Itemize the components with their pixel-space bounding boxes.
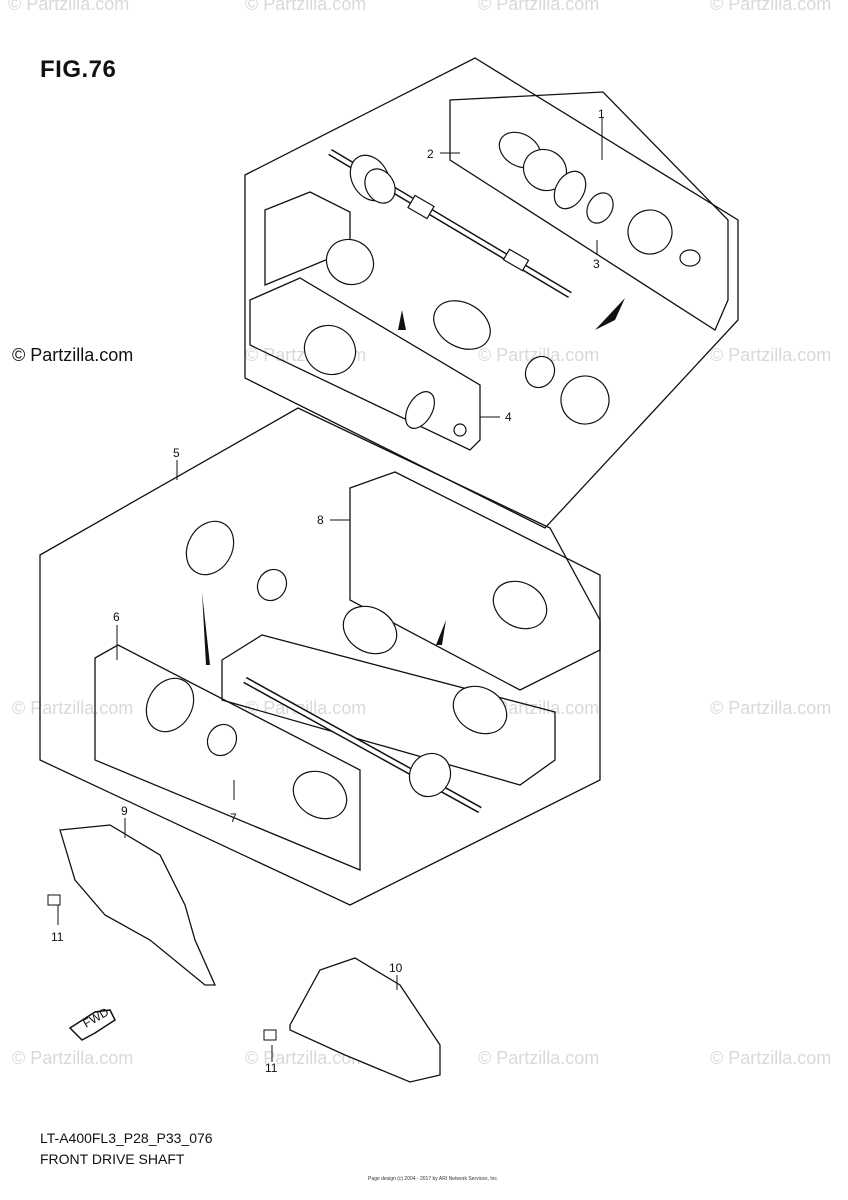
watermark: © Partzilla.com xyxy=(12,698,134,718)
diagram-caption: FRONT DRIVE SHAFT xyxy=(40,1151,185,1167)
callout-3: 3 xyxy=(593,257,600,271)
watermark: © Partzilla.com xyxy=(710,0,832,14)
callout-11b: 11 xyxy=(265,1061,278,1075)
watermark: © Partzilla.com xyxy=(478,345,600,365)
guard-10 xyxy=(289,957,441,1083)
callout-5: 5 xyxy=(173,446,180,460)
callout-1: 1 xyxy=(598,107,605,121)
watermark: © Partzilla.com xyxy=(710,345,832,365)
watermark: © Partzilla.com xyxy=(245,1048,367,1068)
kit-frame-6 xyxy=(94,644,361,871)
callout-11: 11 xyxy=(51,930,64,944)
watermark: © Partzilla.com xyxy=(478,0,600,14)
callout-2: 2 xyxy=(427,147,434,161)
callout-10: 10 xyxy=(389,961,403,975)
watermark: © Partzilla.com xyxy=(478,1048,600,1068)
kit-frame-1 xyxy=(449,91,729,331)
callout-7: 7 xyxy=(230,811,237,825)
kit-frame-8b xyxy=(221,634,556,786)
watermark: © Partzilla.com xyxy=(710,1048,832,1068)
guard-9 xyxy=(59,824,217,986)
watermark-main: © Partzilla.com xyxy=(12,345,134,365)
callout-8: 8 xyxy=(317,513,324,527)
assembly-frame-upper xyxy=(244,57,739,529)
kit-frame-4b xyxy=(249,277,481,451)
watermark: © Partzilla.com xyxy=(245,0,367,14)
watermark: © Partzilla.com xyxy=(245,698,367,718)
watermark: © Partzilla.com xyxy=(12,1048,134,1068)
assembly-frame-lower xyxy=(39,407,601,906)
diagram-code: LT-A400FL3_P28_P33_076 xyxy=(40,1130,213,1146)
fwd-arrow-icon: FWD xyxy=(68,1005,116,1041)
footer-fine-print: Page design (c) 2004 - 2017 by ARI Netwo… xyxy=(368,1176,499,1182)
callout-6: 6 xyxy=(113,610,120,624)
figure-title: FIG.76 xyxy=(40,56,117,83)
watermark: © Partzilla.com xyxy=(8,0,130,14)
kit-frame-4 xyxy=(264,191,351,286)
callout-4: 4 xyxy=(505,410,512,424)
watermark: © Partzilla.com xyxy=(710,698,832,718)
kit-frame-8 xyxy=(349,471,601,691)
callout-9: 9 xyxy=(121,804,128,818)
